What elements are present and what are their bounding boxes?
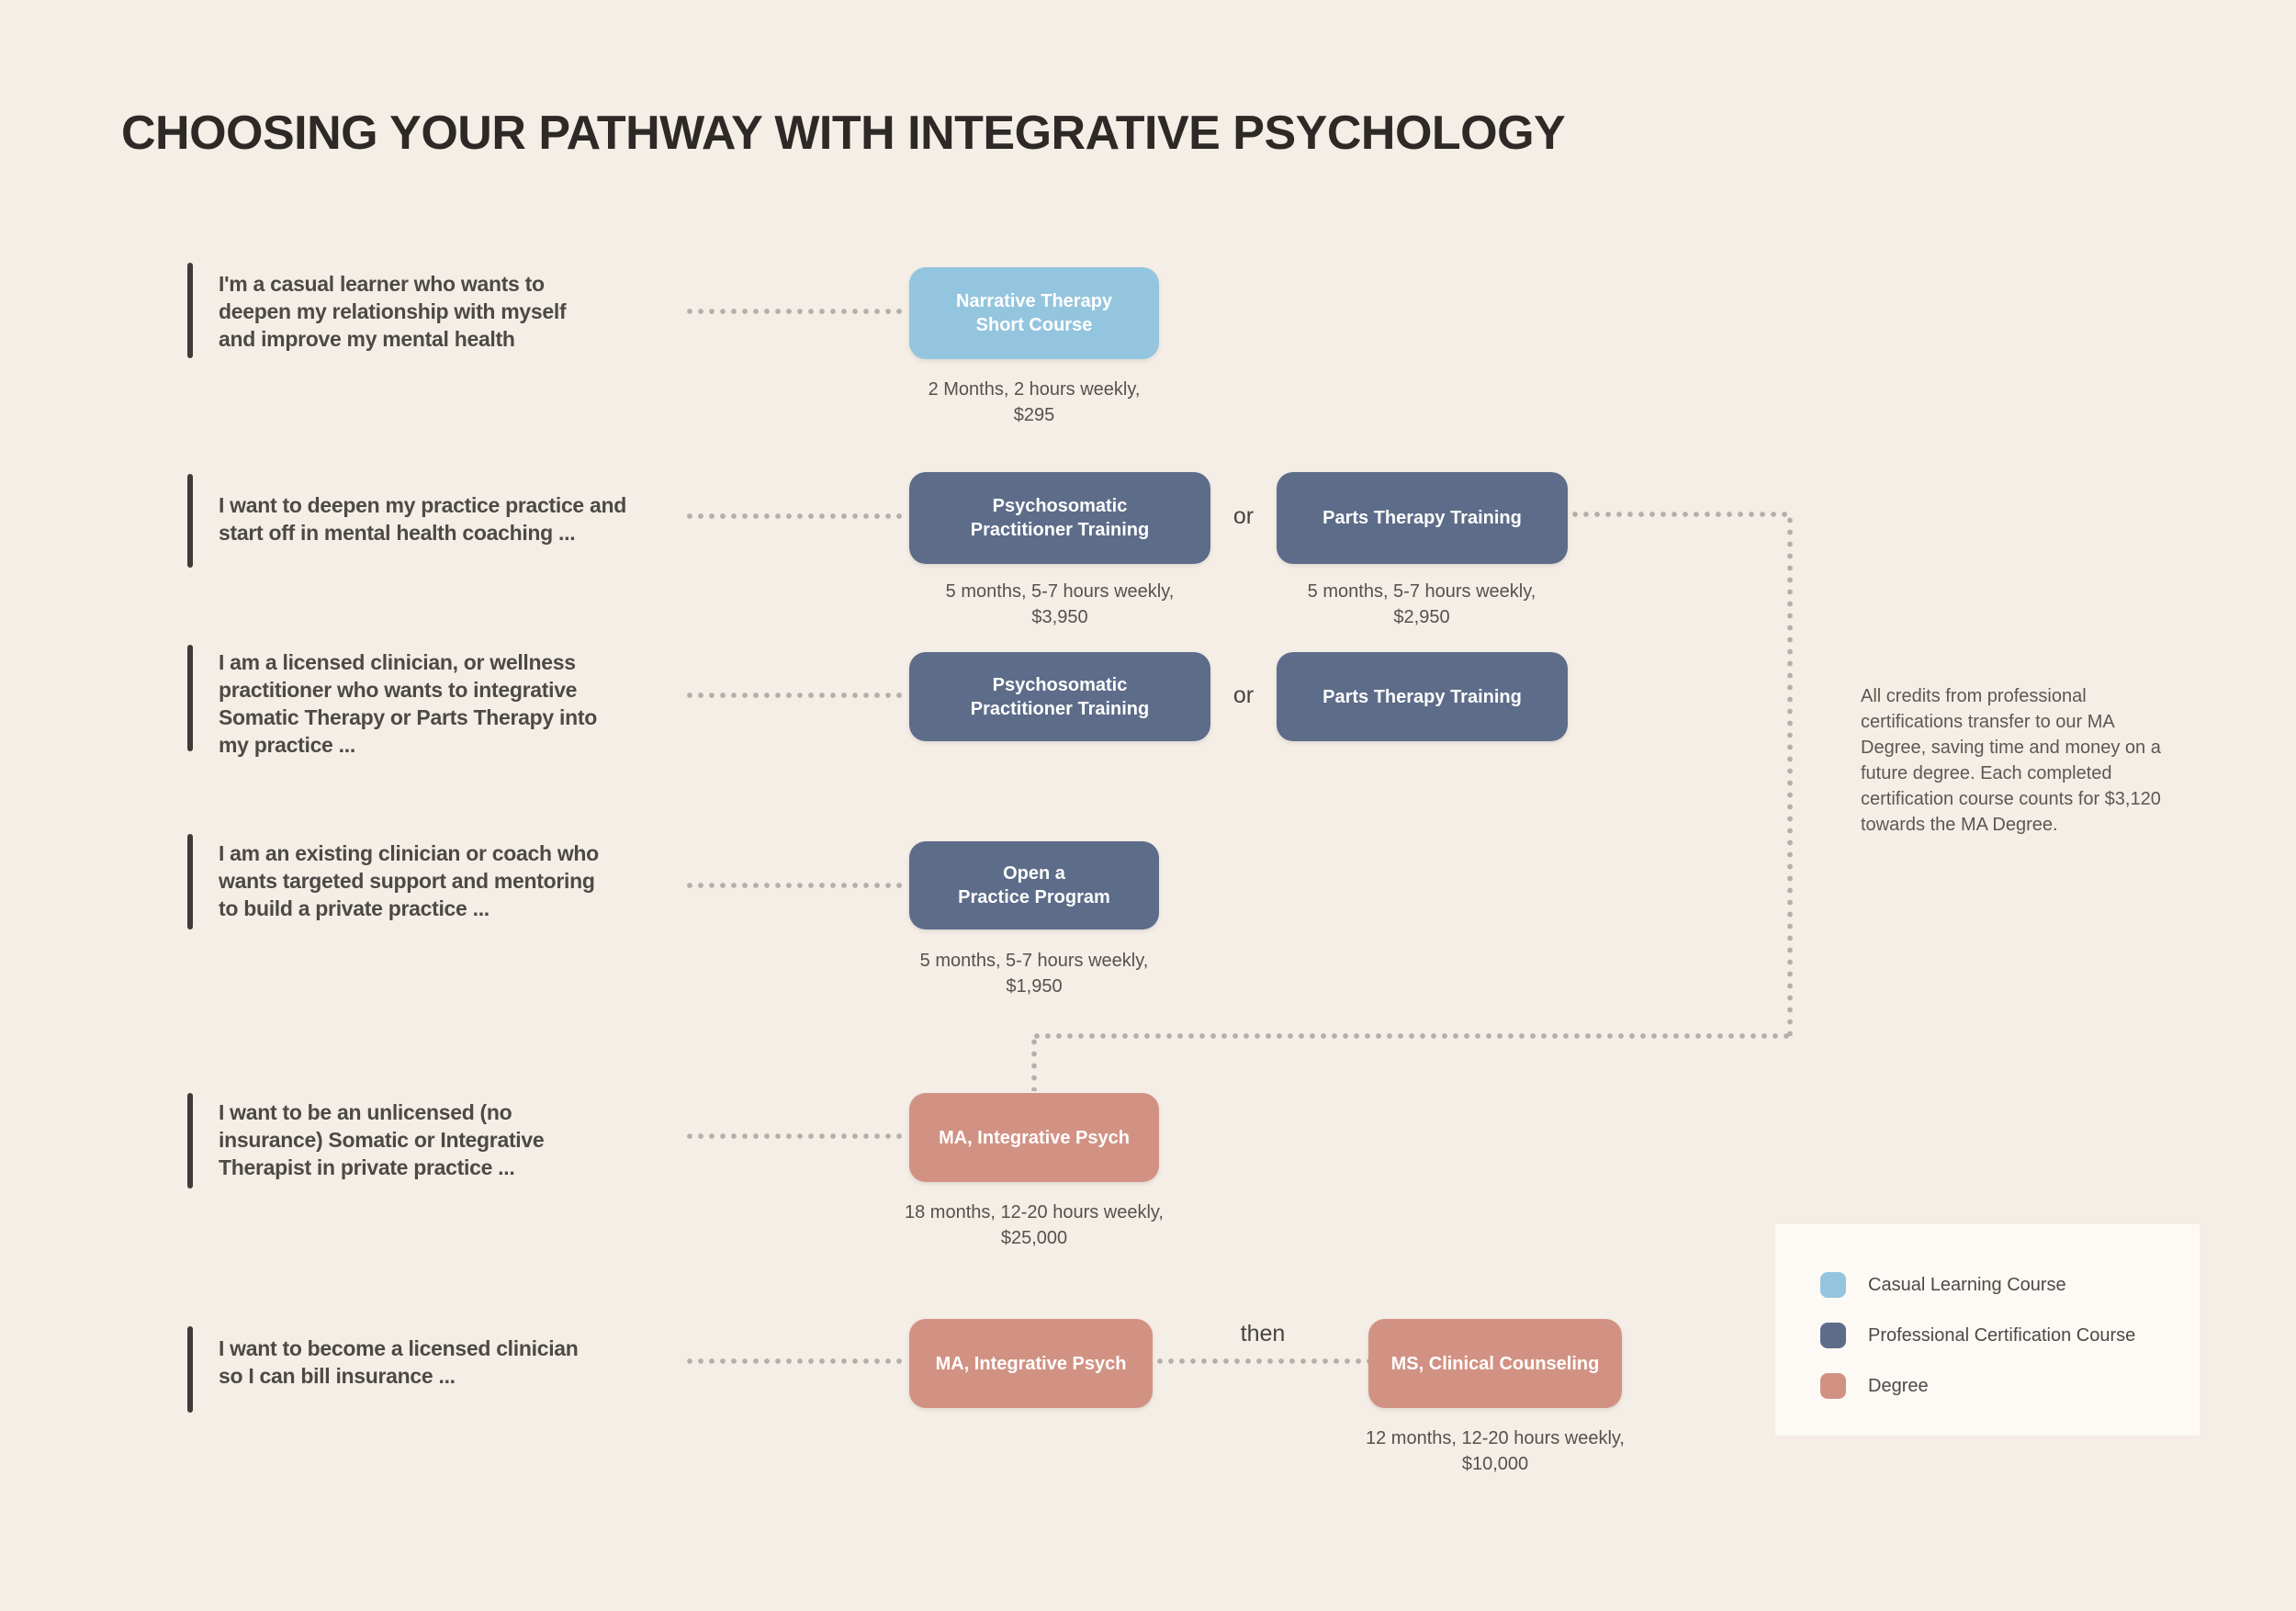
course-box-psychosomatic: Psychosomatic Practitioner Training	[909, 652, 1210, 741]
course-box-ms-clinical-counseling: MS, Clinical Counseling	[1368, 1319, 1622, 1408]
credit-transfer-connector-top	[1570, 512, 1793, 517]
professional-course-swatch-icon	[1820, 1323, 1846, 1348]
course-box-parts-therapy: Parts Therapy Training	[1277, 652, 1568, 741]
course-caption: 5 months, 5-7 hours weekly, $3,950	[945, 581, 1175, 627]
credit-transfer-note: All credits from professional certificat…	[1861, 686, 2161, 835]
course-box-narrative-therapy: Narrative Therapy Short Course	[909, 267, 1159, 359]
legend-label: Casual Learning Course	[1868, 1275, 2066, 1295]
course-box-open-practice: Open a Practice Program	[909, 841, 1159, 929]
persona-accent-bar	[187, 645, 193, 751]
legend-card: Casual Learning Course Professional Cert…	[1775, 1224, 2200, 1436]
or-label: or	[1232, 682, 1255, 708]
persona-text-casual-learner: I'm a casual learner who wants to deepen…	[219, 272, 567, 351]
course-box-ma-integrative-psych: MA, Integrative Psych	[909, 1319, 1153, 1408]
casual-course-swatch-icon	[1820, 1272, 1846, 1298]
legend-label: Degree	[1868, 1376, 1929, 1396]
then-label: then	[1240, 1321, 1286, 1346]
dotted-connector	[684, 1358, 906, 1364]
dotted-connector	[684, 309, 906, 314]
dotted-connector	[684, 883, 906, 888]
persona-text-licensed-clinician: I am a licensed clinician, or wellness p…	[219, 650, 597, 757]
persona-text-bill-insurance: I want to become a licensed clinician so…	[219, 1336, 579, 1388]
course-box-parts-therapy: Parts Therapy Training	[1277, 472, 1568, 564]
credit-transfer-connector-stub	[1031, 1036, 1037, 1091]
course-box-psychosomatic: Psychosomatic Practitioner Training	[909, 472, 1210, 564]
persona-accent-bar	[187, 263, 193, 358]
persona-text-private-practice: I am an existing clinician or coach who …	[219, 841, 599, 920]
persona-accent-bar	[187, 1326, 193, 1413]
course-box-ma-integrative-psych: MA, Integrative Psych	[909, 1093, 1159, 1182]
dotted-connector	[684, 1133, 906, 1139]
or-label: or	[1232, 503, 1255, 529]
course-caption: 5 months, 5-7 hours weekly, $2,950	[1307, 581, 1536, 627]
course-caption: 5 months, 5-7 hours weekly, $1,950	[919, 951, 1149, 997]
persona-accent-bar	[187, 834, 193, 929]
course-caption: 18 months, 12-20 hours weekly, $25,000	[904, 1202, 1164, 1248]
persona-accent-bar	[187, 1093, 193, 1189]
dotted-connector	[684, 693, 906, 698]
course-caption: 2 Months, 2 hours weekly, $295	[928, 379, 1141, 425]
legend-label: Professional Certification Course	[1868, 1325, 2136, 1346]
credit-transfer-connector-bottom	[1031, 1033, 1793, 1039]
page-title: CHOOSING YOUR PATHWAY WITH INTEGRATIVE P…	[121, 107, 1566, 160]
dotted-connector	[1154, 1358, 1368, 1364]
persona-accent-bar	[187, 474, 193, 568]
dotted-connector	[684, 513, 906, 519]
persona-text-coaching: I want to deepen my practice practice an…	[219, 493, 627, 545]
degree-swatch-icon	[1820, 1373, 1846, 1399]
course-caption: 12 months, 12-20 hours weekly, $10,000	[1365, 1428, 1625, 1474]
persona-text-unlicensed-therapist: I want to be an unlicensed (no insurance…	[219, 1100, 545, 1179]
credit-transfer-connector-right	[1787, 514, 1793, 1036]
